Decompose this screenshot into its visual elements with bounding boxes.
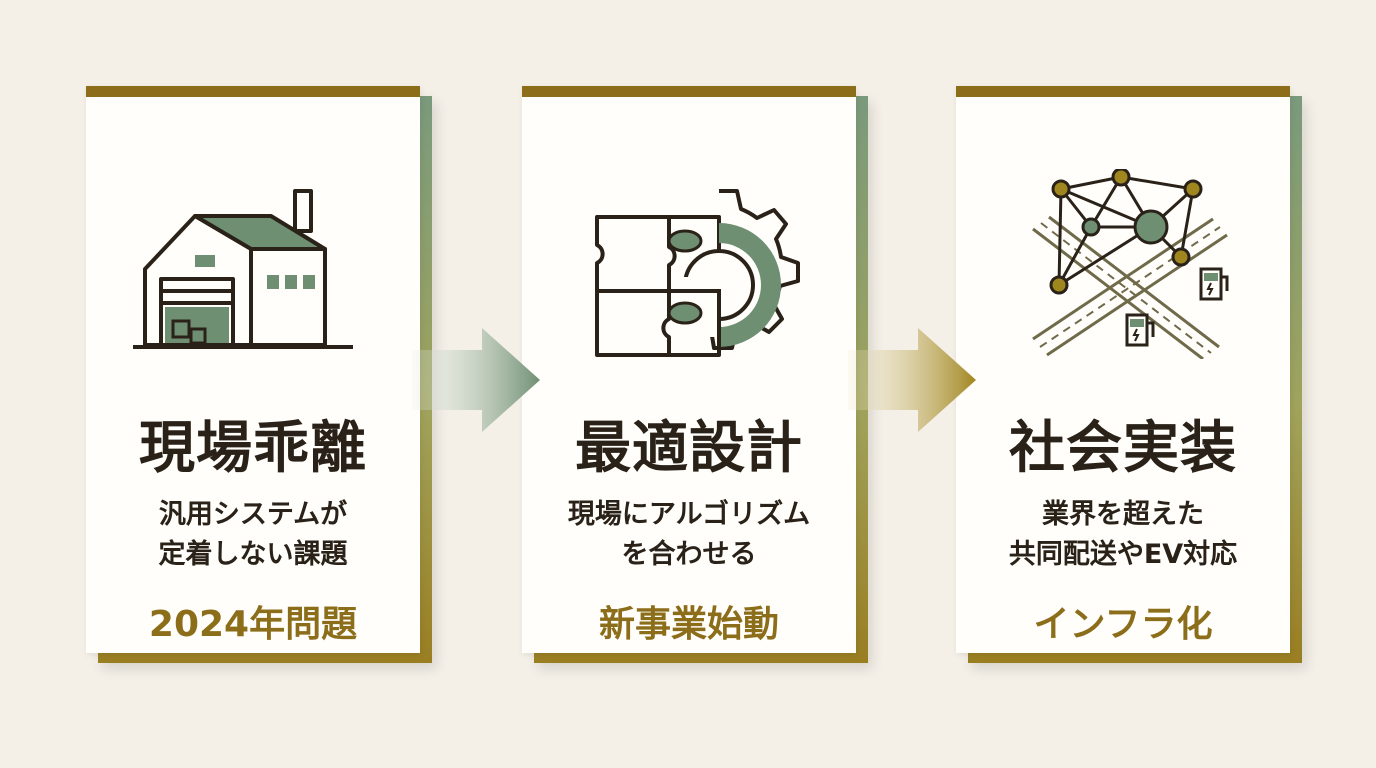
step-title-2: 最適設計	[575, 415, 803, 481]
step-title-3: 社会実装	[1009, 415, 1237, 481]
step-panel-1: 現場乖離 汎用システムが 定着しない課題 2024年問題	[86, 86, 432, 663]
flow-arrow-2	[848, 328, 976, 432]
step-desc-2: 現場にアルゴリズム を合わせる	[522, 495, 856, 575]
step-tag-3: インフラ化	[1033, 604, 1213, 645]
step-desc-1: 汎用システムが 定着しない課題	[86, 495, 420, 575]
step-desc-3-line1: 業界を超えた	[1042, 499, 1204, 530]
step-title-1: 現場乖離	[139, 415, 367, 481]
step-card-3: 社会実装 業界を超えた 共同配送やEV対応 インフラ化	[956, 86, 1290, 653]
step-panel-2: 最適設計 現場にアルゴリズム を合わせる 新事業始動	[522, 86, 868, 663]
step-desc-2-line1: 現場にアルゴリズム	[567, 499, 811, 530]
puzzle-gear-icon	[595, 189, 800, 357]
step-desc-3: 業界を超えた 共同配送やEV対応	[956, 495, 1290, 575]
step-panel-3: 社会実装 業界を超えた 共同配送やEV対応 インフラ化	[956, 86, 1302, 663]
flow-arrow-1	[412, 328, 540, 432]
step-desc-2-line2: を合わせる	[621, 539, 757, 570]
step-card-1: 現場乖離 汎用システムが 定着しない課題 2024年問題	[86, 86, 420, 653]
step-desc-1-line2: 定着しない課題	[158, 539, 348, 570]
step-tag-1: 2024年問題	[148, 604, 358, 645]
factory-icon	[133, 189, 353, 349]
step-desc-1-line1: 汎用システムが	[158, 499, 348, 530]
network-ev-icon	[1032, 169, 1229, 359]
step-card-2: 最適設計 現場にアルゴリズム を合わせる 新事業始動	[522, 86, 856, 653]
step-desc-3-line2: 共同配送やEV対応	[1008, 539, 1238, 570]
step-tag-2: 新事業始動	[598, 604, 779, 645]
